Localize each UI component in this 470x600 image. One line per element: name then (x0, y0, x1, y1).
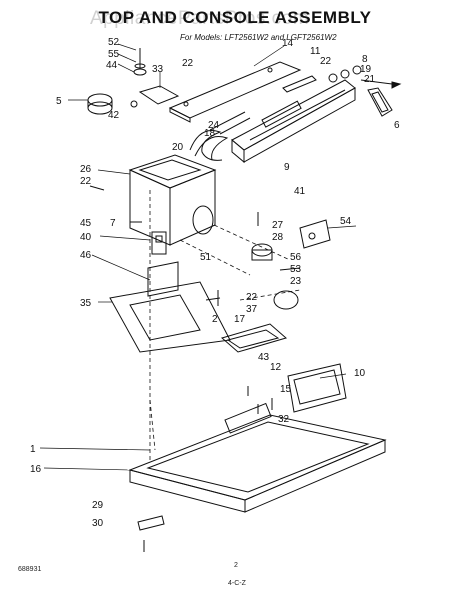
callout-labels: 52 55 44 33 22 14 11 22 8 19 21 5 42 6 2… (30, 37, 400, 529)
hinge (137, 515, 165, 552)
callout: 27 (272, 220, 284, 231)
screw-stack (133, 48, 147, 76)
callout: 11 (310, 46, 321, 57)
footer-left: 688931 (18, 566, 42, 573)
callout: 35 (80, 298, 92, 309)
support-plate (109, 281, 231, 353)
callout: 53 (290, 264, 302, 275)
bracket-33 (130, 85, 180, 108)
callout: 40 (80, 232, 92, 243)
callout: 33 (152, 64, 164, 75)
callout: 45 (80, 218, 92, 229)
callout: 30 (92, 518, 104, 529)
callout: 16 (30, 464, 42, 475)
door-switch (151, 231, 167, 255)
callout: 2 (212, 314, 218, 325)
callout: 10 (354, 368, 366, 379)
callout: 44 (106, 60, 118, 71)
door-panel (287, 363, 347, 413)
leader-lines (39, 43, 357, 471)
dryer-top (128, 402, 387, 513)
callout: 42 (108, 110, 120, 121)
watermark: AppliancePartsPros.com (90, 8, 310, 29)
control-knobs (328, 65, 402, 89)
callout: 14 (282, 38, 294, 49)
switch-bracket (147, 261, 179, 297)
callout: 21 (364, 74, 376, 85)
callout: 23 (290, 276, 302, 287)
lint-filter-cover (220, 323, 288, 353)
callout: 22 (320, 56, 332, 67)
callout: 22 (246, 292, 258, 303)
callout: 52 (108, 37, 120, 48)
callout: 1 (30, 444, 36, 455)
switch-part (282, 75, 317, 93)
callout: 6 (394, 120, 400, 131)
callout: 46 (80, 250, 92, 261)
wiring-harness (189, 111, 251, 161)
callout: 24 (208, 120, 220, 131)
callout: 17 (234, 314, 246, 325)
console-end-cap (367, 87, 393, 117)
footer-center-2: 4-C-Z (228, 580, 246, 587)
callout: 8 (362, 54, 368, 65)
callout: 26 (80, 164, 92, 175)
callout: 15 (280, 384, 292, 395)
callout: 22 (182, 58, 194, 69)
callout: 20 (172, 142, 184, 153)
callout: 28 (272, 232, 284, 243)
callout: 5 (56, 96, 62, 107)
screws (89, 185, 301, 414)
callout: 19 (360, 64, 372, 75)
callout: 12 (270, 362, 282, 373)
callout: 32 (278, 414, 290, 425)
lint-duct-housing (128, 154, 217, 246)
callout: 51 (200, 252, 212, 263)
assembly-guides (149, 190, 301, 460)
callout: 37 (246, 304, 258, 315)
diagram-title: TOP AND CONSOLE ASSEMBLY (98, 8, 372, 27)
callout: 54 (340, 216, 352, 227)
callout: 29 (92, 500, 104, 511)
callout: 7 (110, 218, 116, 229)
bracket-54 (299, 219, 331, 249)
callout: 9 (284, 162, 290, 173)
callout: 55 (108, 49, 120, 60)
callout: 41 (294, 186, 306, 197)
thermostat (251, 243, 273, 261)
callout: 56 (290, 252, 302, 263)
console-back-panel (168, 61, 302, 123)
console-housing (231, 79, 356, 164)
plug-button (273, 290, 299, 310)
footer-center: 2 (234, 562, 238, 569)
callout: 43 (258, 352, 270, 363)
callout: 22 (80, 176, 92, 187)
callout: 18 (204, 128, 216, 139)
diagram-subtitle: For Models: LFT2561W2 and LGFT2561W2 (180, 33, 337, 42)
